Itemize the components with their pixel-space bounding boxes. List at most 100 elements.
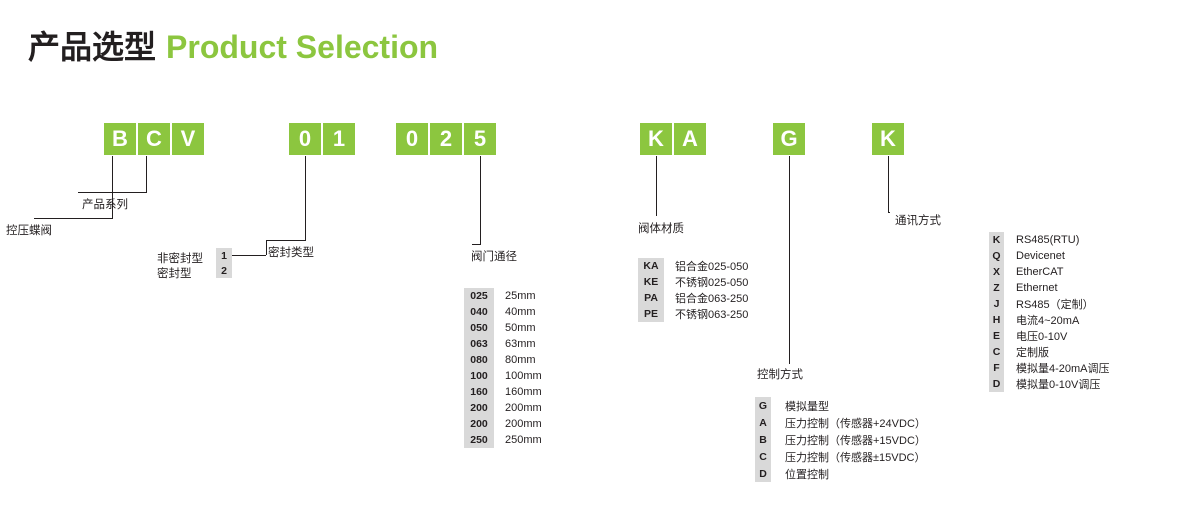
- callout-product-series: 产品系列: [82, 199, 128, 211]
- material-value: 铝合金063-250: [675, 293, 749, 305]
- page-title-cn: 产品选型: [28, 29, 157, 65]
- material-value: 不锈钢025-050: [675, 277, 749, 289]
- code-box-series-3: V: [171, 122, 205, 156]
- leader-line-seal-table: [232, 255, 266, 256]
- table-row: 1: [216, 248, 232, 263]
- callout-control-mode: 控制方式: [757, 369, 803, 381]
- leader-line-communication-h: [888, 212, 890, 213]
- material-value: 不锈钢063-250: [675, 309, 749, 321]
- table-row: K RS485(RTU): [989, 232, 1110, 248]
- diameter-value: 250mm: [505, 434, 542, 446]
- communication-code: J: [989, 296, 1004, 312]
- diameter-code: 250: [464, 432, 494, 448]
- communication-code: Q: [989, 248, 1004, 264]
- control-code: B: [755, 431, 771, 448]
- leader-line-control-v: [789, 156, 790, 364]
- communication-value: 模拟量0-10V调压: [1016, 379, 1101, 391]
- diameter-code: 040: [464, 304, 494, 320]
- seal-label-unsealed: 非密封型: [157, 253, 203, 265]
- leader-line-series-v: [146, 156, 147, 192]
- callout-valve-diameter: 阀门通径: [471, 251, 517, 263]
- material-code: KA: [638, 258, 664, 274]
- table-row: 200 200mm: [464, 416, 542, 432]
- callout-communication: 通讯方式: [895, 215, 941, 227]
- callout-pressure-valve: 控压蝶阀: [6, 225, 52, 237]
- control-code: C: [755, 448, 771, 465]
- seal-code-1: 1: [216, 248, 232, 263]
- code-box-control-1: G: [772, 122, 806, 156]
- communication-code: Z: [989, 280, 1004, 296]
- diameter-code: 200: [464, 400, 494, 416]
- communication-value: 电流4~20mA: [1016, 315, 1080, 327]
- material-value: 铝合金025-050: [675, 261, 749, 273]
- communication-code: H: [989, 312, 1004, 328]
- diameter-code: 200: [464, 416, 494, 432]
- diameter-value: 160mm: [505, 386, 542, 398]
- leader-line-series-h: [78, 192, 147, 193]
- code-box-diameter-1: 0: [395, 122, 429, 156]
- communication-code: X: [989, 264, 1004, 280]
- diameter-code: 025: [464, 288, 494, 304]
- diameter-code: 063: [464, 336, 494, 352]
- communication-code: K: [989, 232, 1004, 248]
- control-value: 压力控制（传感器±15VDC）: [785, 451, 926, 464]
- table-row: Z Ethernet: [989, 280, 1110, 296]
- communication-code: E: [989, 328, 1004, 344]
- code-box-diameter-3: 5: [463, 122, 497, 156]
- table-row: C 压力控制（传感器±15VDC）: [755, 448, 926, 465]
- material-code: KE: [638, 274, 664, 290]
- seal-code-2: 2: [216, 263, 232, 278]
- communication-value: RS485(RTU): [1016, 234, 1080, 246]
- callout-body-material: 阀体材质: [638, 223, 684, 235]
- control-code: A: [755, 414, 771, 431]
- communication-code: C: [989, 344, 1004, 360]
- diameter-value: 80mm: [505, 354, 536, 366]
- table-row: 200 200mm: [464, 400, 542, 416]
- communication-value: EtherCAT: [1016, 266, 1064, 278]
- leader-line-seal-h: [266, 240, 306, 241]
- table-row: 2: [216, 263, 232, 278]
- leader-line-diameter-v: [480, 156, 481, 244]
- leader-line-seal-table-v: [266, 240, 267, 255]
- code-box-series-2: C: [137, 122, 171, 156]
- control-value: 位置控制: [785, 468, 829, 481]
- control-code: D: [755, 465, 771, 482]
- diameter-value: 50mm: [505, 322, 536, 334]
- seal-type-key-table: 1 2: [216, 248, 232, 278]
- diameter-value: 200mm: [505, 418, 542, 430]
- diameter-value: 25mm: [505, 290, 536, 302]
- diameter-value: 200mm: [505, 402, 542, 414]
- code-box-series-1: B: [103, 122, 137, 156]
- control-value: 压力控制（传感器+24VDC）: [785, 417, 926, 430]
- communication-code: F: [989, 360, 1004, 376]
- table-row: KA 铝合金025-050: [638, 258, 748, 274]
- leader-line-seal-v: [305, 156, 306, 240]
- code-box-seal-2: 1: [322, 122, 356, 156]
- leader-line-diameter-h: [472, 244, 481, 245]
- code-box-seal-1: 0: [288, 122, 322, 156]
- communication-value: 定制版: [1016, 347, 1049, 359]
- leader-line-material-v: [656, 156, 657, 216]
- table-row: X EtherCAT: [989, 264, 1110, 280]
- table-row: 250 250mm: [464, 432, 542, 448]
- communication-value: 电压0-10V: [1016, 331, 1068, 343]
- callout-seal-type: 密封类型: [268, 247, 314, 259]
- table-row: 025 25mm: [464, 288, 542, 304]
- table-row: KE 不锈钢025-050: [638, 274, 748, 290]
- communication-value: Ethernet: [1016, 282, 1058, 294]
- leader-line-pressure-valve-v: [112, 156, 113, 218]
- seal-label-sealed: 密封型: [157, 268, 192, 280]
